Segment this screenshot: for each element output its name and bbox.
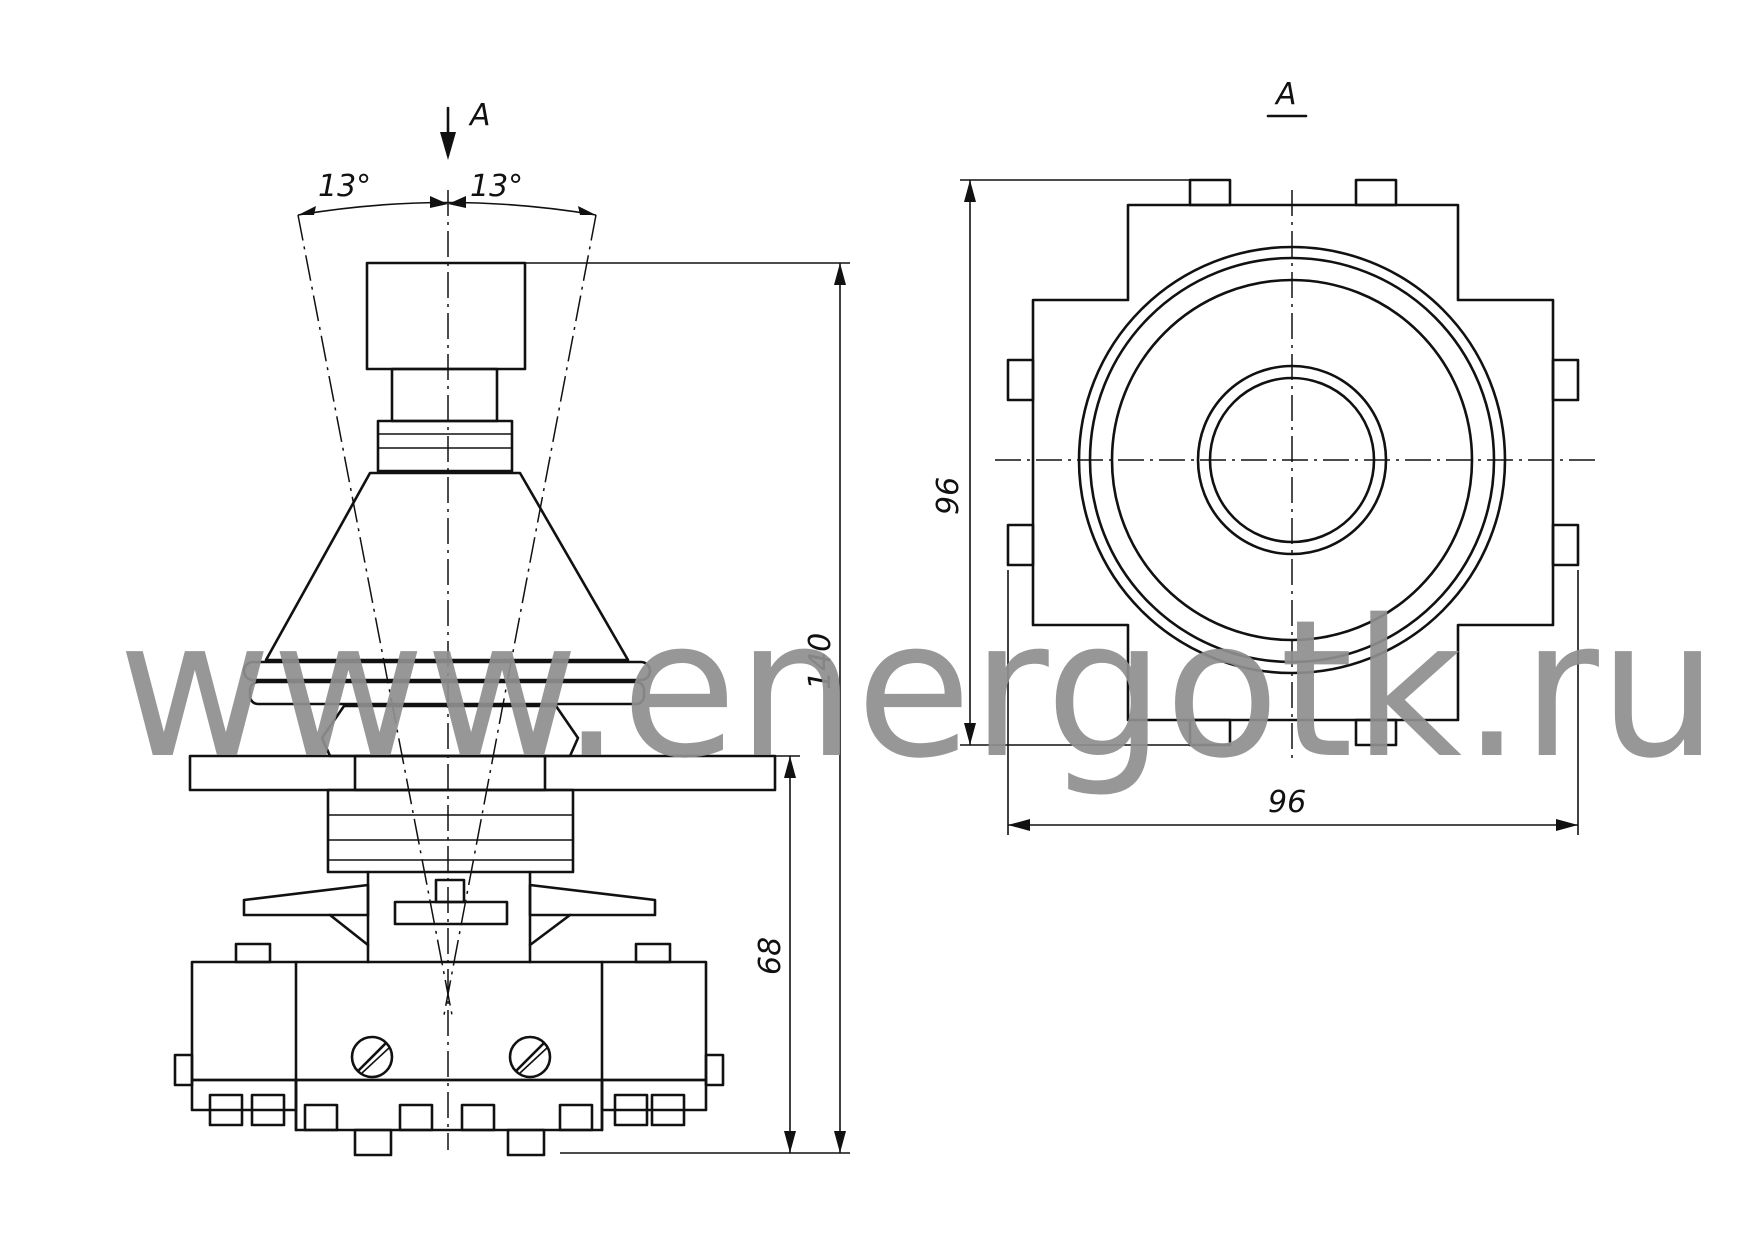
stud-side-right xyxy=(704,1053,725,1087)
dimension-68 xyxy=(775,755,800,1153)
boot-rim-bottom xyxy=(248,680,646,706)
contact-block-left-foot xyxy=(190,1078,298,1112)
stud-side-left xyxy=(173,1053,194,1087)
dimension-96-vertical xyxy=(960,179,1200,746)
terminal-screw-right xyxy=(508,1035,552,1079)
angle-dimension xyxy=(297,196,597,216)
lever-links xyxy=(328,913,572,947)
view-arrow xyxy=(440,106,456,160)
knob-outer-circle xyxy=(1196,364,1388,556)
lever-right xyxy=(528,883,657,917)
top-view-title: А xyxy=(1274,77,1297,112)
handle-collar xyxy=(376,419,514,473)
top-view: А 96 xyxy=(931,77,1595,835)
boot-inner-ring xyxy=(1088,256,1496,664)
angle-left-label: 13° xyxy=(318,169,371,204)
angle-right-label: 13° xyxy=(470,169,523,204)
boot-rim-top xyxy=(242,660,652,682)
dimension-140 xyxy=(525,262,850,1154)
housing-outline xyxy=(1031,203,1555,722)
handle-stem xyxy=(390,367,499,423)
lever-left xyxy=(242,883,370,917)
dimension-140-label: 140 xyxy=(803,633,838,690)
knob-inner-circle xyxy=(1208,376,1376,544)
rubber-boot xyxy=(264,471,630,662)
watermark: www.energotk.ru xyxy=(118,579,1718,800)
deflection-line-left xyxy=(297,214,453,1016)
dimension-96-vertical-label: 96 xyxy=(931,477,966,515)
stud-top-left xyxy=(234,942,272,964)
boot-base-circle xyxy=(1110,278,1474,642)
cam-pin xyxy=(434,878,466,904)
contact-block-bottom xyxy=(294,1078,604,1132)
side-view: А 13° 13° xyxy=(173,98,850,1157)
view-arrow-label: А xyxy=(468,98,491,133)
dimension-96-horizontal xyxy=(1007,570,1579,835)
dimension-96-horizontal-label: 96 xyxy=(1268,785,1306,820)
contact-block xyxy=(190,960,708,1082)
cam-plate xyxy=(393,900,509,926)
stud-top-right xyxy=(634,942,672,964)
handle-knob xyxy=(365,261,527,371)
boot-outer-ring xyxy=(1077,245,1507,675)
deflection-line-right xyxy=(443,214,597,1016)
bottom-nuts xyxy=(208,1093,686,1157)
dimension-68-label: 68 xyxy=(753,937,788,975)
terminal-screw-left xyxy=(350,1035,394,1079)
housing-lugs xyxy=(1006,178,1580,747)
contact-block-right-foot xyxy=(600,1078,708,1112)
housing-body xyxy=(326,788,575,874)
